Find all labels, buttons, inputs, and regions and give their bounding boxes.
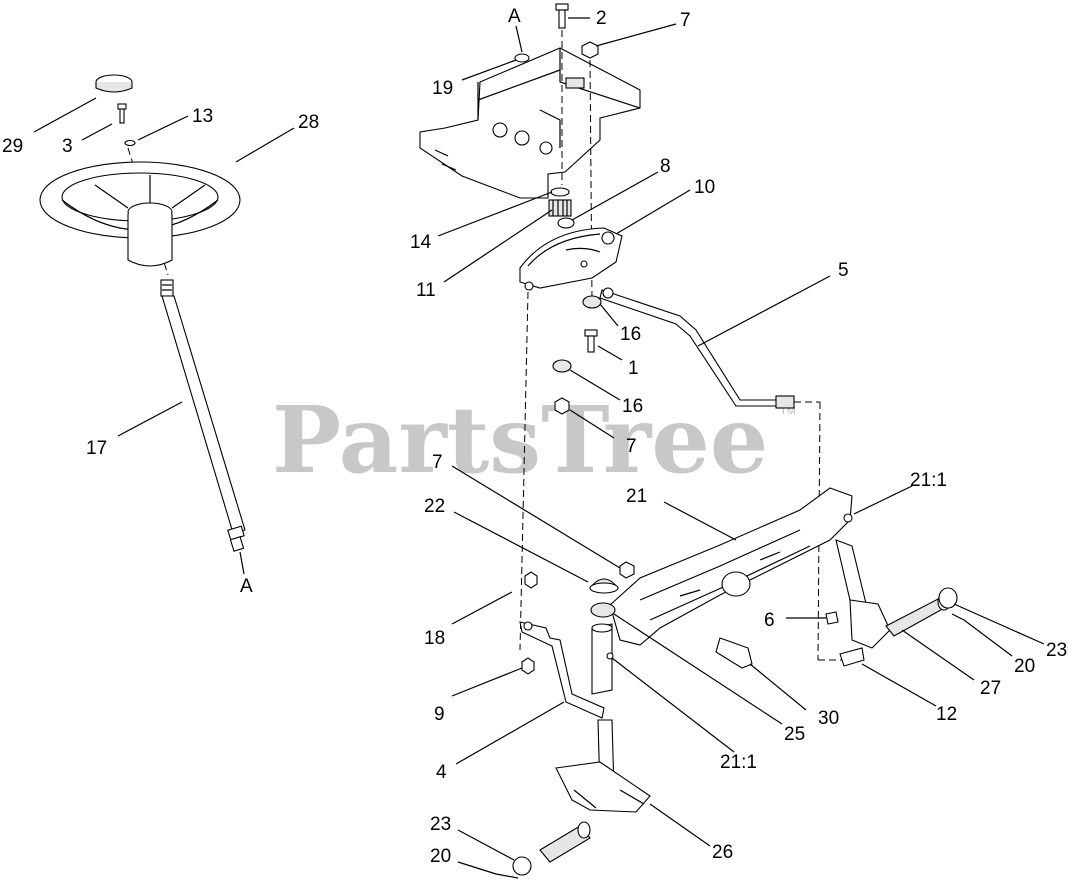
steering-wheel-part-28[interactable] <box>39 161 241 267</box>
callout-7-top: 7 <box>680 10 691 31</box>
watermark: PartsTree <box>272 386 768 494</box>
callout-21:1-bottom: 21:1 <box>720 752 757 773</box>
callout-4: 4 <box>436 762 447 783</box>
callout-20-left: 20 <box>430 846 451 867</box>
left-axle-housing-part-21-1[interactable] <box>591 623 614 695</box>
washer-part-19[interactable] <box>514 53 530 63</box>
steering-cap-part-29[interactable] <box>95 74 133 93</box>
drag-link-center-line <box>519 291 529 651</box>
nut-part-7-top[interactable] <box>581 41 599 59</box>
washer-part-23-left[interactable] <box>512 856 532 876</box>
callout-23-right: 23 <box>1046 640 1067 661</box>
callout-6: 6 <box>764 610 775 631</box>
pinion-gear-part-11[interactable] <box>548 199 572 217</box>
callout-30: 30 <box>818 708 839 729</box>
callout-2: 2 <box>596 8 607 29</box>
steering-shaft-part-17[interactable] <box>160 279 246 552</box>
leader-lines <box>33 17 1045 875</box>
callout-23-left: 23 <box>430 814 451 835</box>
bolt-part-2[interactable] <box>555 3 569 29</box>
callout-16-b: 16 <box>622 396 643 417</box>
steering-arm-part-4[interactable] <box>519 621 605 719</box>
callout-16-a: 16 <box>620 324 641 345</box>
tie-rod-end-part-12[interactable] <box>839 647 865 667</box>
nut-part-6[interactable] <box>825 611 839 625</box>
callout-21:1-right: 21:1 <box>910 470 947 491</box>
callout-17: 17 <box>86 438 107 459</box>
callout-11: 11 <box>416 280 436 301</box>
callout-13: 13 <box>192 106 213 127</box>
drag-link-end-line <box>817 401 821 661</box>
callout-14: 14 <box>410 232 432 253</box>
washer-part-23-right[interactable] <box>938 587 958 609</box>
front-axle-part-21[interactable] <box>609 487 853 646</box>
drag-link-part-5[interactable] <box>599 287 795 409</box>
bushing-part-16-lower[interactable] <box>552 359 572 373</box>
callout-A-top: A <box>508 6 521 27</box>
cap-part-22[interactable] <box>588 578 620 594</box>
bolt-part-1[interactable] <box>584 329 598 353</box>
bushing-part-16-upper[interactable] <box>582 295 602 309</box>
callout-20-right: 20 <box>1014 656 1035 677</box>
callout-26: 26 <box>712 842 733 863</box>
bushing-part-8[interactable] <box>557 217 575 229</box>
callout-27: 27 <box>980 678 1001 699</box>
cotter-pin-part-20-left[interactable] <box>495 873 519 879</box>
nut-part-9[interactable] <box>521 657 535 675</box>
cotter-pin-part-20-right[interactable] <box>951 613 965 621</box>
callout-21: 21 <box>626 486 647 507</box>
washer-part-14[interactable] <box>550 187 570 197</box>
callout-5: 5 <box>838 260 849 281</box>
right-spindle-assembly[interactable] <box>849 593 951 649</box>
callout-25: 25 <box>784 724 805 745</box>
nut-part-7-low[interactable] <box>619 561 635 579</box>
callout-10: 10 <box>694 177 715 198</box>
washer-part-13[interactable] <box>124 139 136 147</box>
bushing-part-25[interactable] <box>590 602 616 618</box>
callout-3: 3 <box>62 136 73 157</box>
nut-part-7-mid[interactable] <box>554 397 570 415</box>
callout-7-mid: 7 <box>626 436 637 457</box>
callout-9: 9 <box>434 704 445 725</box>
callout-7-low: 7 <box>432 452 443 473</box>
steering-support-bracket[interactable] <box>419 47 641 199</box>
pivot-bolt-part-30[interactable] <box>715 637 753 669</box>
callout-12: 12 <box>936 704 957 725</box>
callout-A-bottom: A <box>240 576 253 597</box>
callout-18: 18 <box>424 628 445 649</box>
callout-29: 29 <box>2 136 23 157</box>
callout-8: 8 <box>660 156 671 177</box>
nut-part-18[interactable] <box>524 571 538 589</box>
sector-gear-part-10[interactable] <box>519 227 623 291</box>
callout-19: 19 <box>432 78 453 99</box>
callout-1: 1 <box>628 358 639 379</box>
bolt-part-3[interactable] <box>117 103 127 124</box>
callout-28: 28 <box>298 112 319 133</box>
left-spindle-part-26[interactable] <box>539 719 651 863</box>
callout-22: 22 <box>424 496 445 517</box>
